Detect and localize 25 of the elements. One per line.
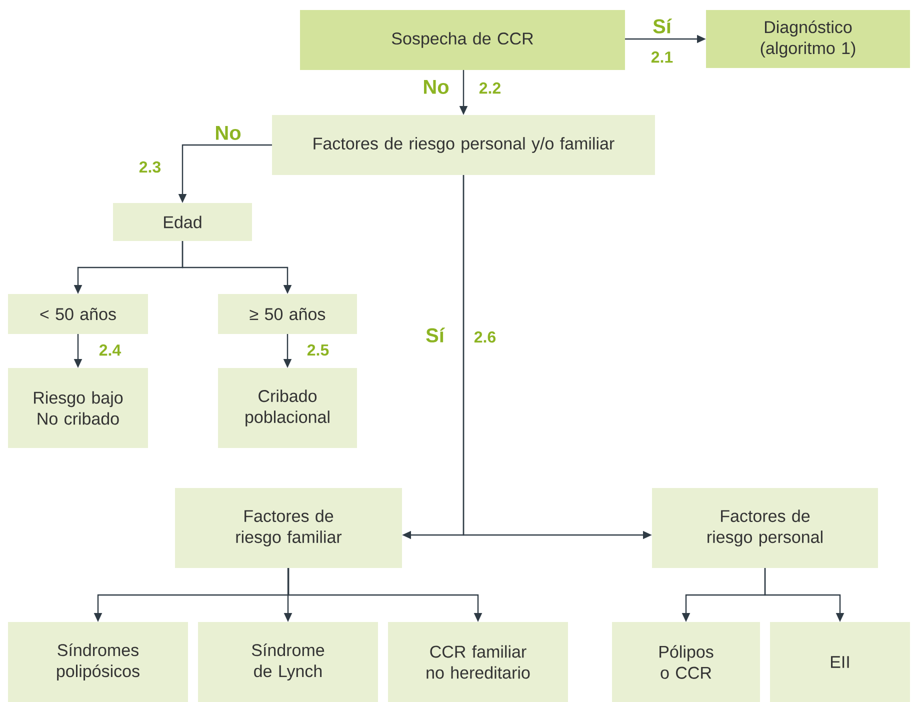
process-box: Factores de riesgo familiar — [175, 488, 402, 568]
process-box: Pólipos o CCR — [612, 622, 760, 702]
edge-label: No — [422, 79, 450, 95]
process-box: ≥ 50 años — [218, 294, 357, 334]
edge-label: Sí — [652, 18, 672, 34]
step-number: 2.6 — [474, 331, 496, 343]
step-number: 2.4 — [99, 344, 122, 356]
process-box: Factores de riesgo personal — [652, 488, 878, 568]
edge-label: No — [214, 125, 242, 141]
process-box: Factores de riesgo personal y/o familiar — [272, 115, 655, 175]
process-box: < 50 años — [8, 294, 148, 334]
process-box: Síndromes polipósicos — [8, 622, 188, 702]
process-box: Diagnóstico (algoritmo 1) — [706, 10, 910, 68]
step-number: 2.5 — [307, 344, 329, 356]
process-box: CCR familiar no hereditario — [388, 622, 568, 702]
process-box: Cribado poblacional — [218, 368, 357, 448]
edge-label: Sí — [424, 326, 446, 344]
step-number: 2.1 — [651, 51, 673, 63]
process-box: EII — [770, 622, 910, 702]
process-box: Edad — [113, 203, 252, 241]
process-box: Riesgo bajo No cribado — [8, 368, 148, 448]
step-number: 2.2 — [479, 82, 500, 94]
process-box: Sospecha de CCR — [300, 10, 625, 70]
process-box: Síndrome de Lynch — [198, 622, 378, 702]
step-number: 2.3 — [139, 161, 161, 173]
